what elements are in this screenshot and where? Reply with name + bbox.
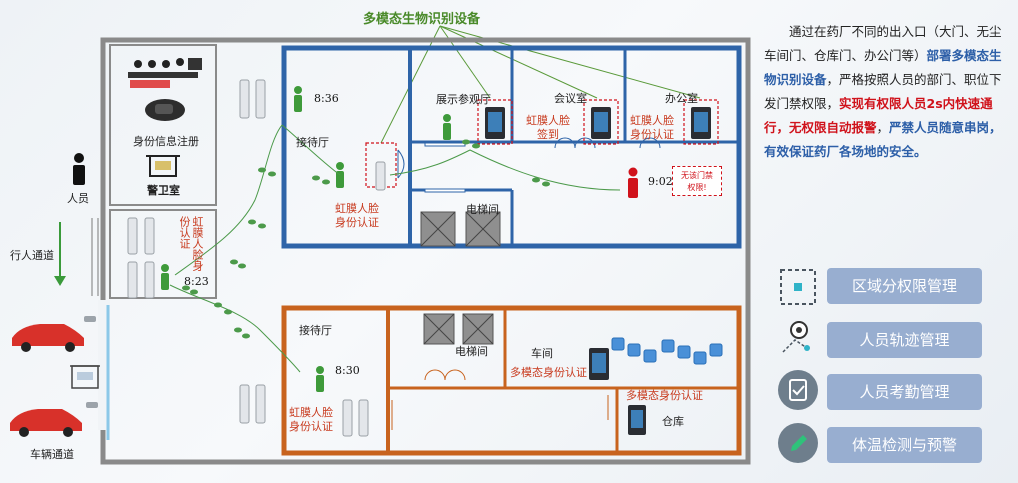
green-people (161, 86, 451, 392)
guard-booth-icon (146, 155, 180, 177)
gate-zone-wall (109, 209, 217, 299)
id-scanner-device (145, 99, 185, 121)
label-workshop: 车间 (531, 347, 553, 360)
factory-doors (391, 369, 609, 430)
desc-part-1: 通过在药厂不同的出入口（大门、无尘车间门、仓库门、办公门等） (764, 24, 1002, 63)
desc-part-2: 部署多模态生物识别设备 (764, 48, 1002, 87)
iris-auth-line-2: 身份认证 (335, 216, 379, 229)
label-iris-auth-top: 虹膜人脸 身份认证 (335, 202, 379, 230)
clipboard-icon (778, 370, 818, 410)
turnstile-gates (127, 79, 386, 437)
pen-icon (778, 423, 818, 463)
time-t1: 8:36 (314, 92, 339, 105)
biometric-devices (485, 107, 711, 435)
label-multimodal-warehouse: 多模态身份认证 (626, 389, 703, 402)
label-meeting: 会议室 (554, 92, 587, 105)
footprint-trail (182, 139, 550, 339)
floor-plan (10, 25, 751, 465)
device-frames (365, 99, 719, 188)
office-auth-line-2: 身份认证 (630, 128, 674, 141)
label-pedestrian-lane: 行人通道 (10, 249, 54, 262)
label-office: 办公室 (665, 92, 698, 105)
region-icon (780, 269, 816, 305)
alarm-line-2: 权限! (687, 183, 707, 192)
alarm-no-permission: 无该门禁 权限! (672, 166, 722, 196)
label-reception-bottom: 接待厅 (299, 324, 332, 337)
label-elevator-top: 电梯间 (466, 203, 499, 216)
office-auth-line-1: 虹膜人脸 (630, 114, 674, 127)
elevator-crosses (420, 211, 501, 345)
trail-paths (169, 124, 621, 373)
office-doors (397, 137, 661, 193)
elevator-boxes (420, 211, 501, 345)
iris-auth-line-1: 虹膜人脸 (335, 202, 379, 215)
factory-building (281, 305, 742, 456)
desc-part-3: ，严格按照人员的部门、职位下发门禁权限， (764, 72, 1002, 111)
bottom-auth-line-1: 虹膜人脸 (289, 406, 333, 419)
bottom-auth-line-2: 身份认证 (289, 420, 333, 433)
sign-in-line-2: 签到 (537, 128, 559, 141)
track-icon (782, 321, 810, 353)
label-iris-auth-bottom: 虹膜人脸 身份认证 (289, 406, 333, 434)
diagram-title: 多模态生物识别设备 (363, 12, 481, 27)
vehicle-barrier-booth (70, 365, 100, 389)
car-bottom (10, 409, 82, 437)
label-person: 人员 (67, 192, 89, 205)
desc-part-6: 严禁人员随意串岗，有效保证药厂各场地的安全。 (764, 120, 1002, 159)
desc-part-5: ， (876, 120, 890, 135)
label-reception-top: 接待厅 (296, 136, 329, 149)
time-t4: 9:02 (648, 175, 673, 188)
compound-wall (100, 37, 751, 465)
guard-desk-illustration (128, 58, 202, 88)
unauthorized-person (628, 167, 638, 198)
feature-attendance-management[interactable]: 人员考勤管理 (827, 374, 982, 410)
label-sign-in: 虹膜人脸 签到 (526, 114, 570, 142)
label-guard-room: 警卫室 (147, 184, 180, 197)
feature-track-management[interactable]: 人员轨迹管理 (827, 322, 982, 358)
label-gate-vertical: 虹膜人脸身份认证 (178, 216, 204, 271)
cameras (84, 316, 98, 408)
label-office-auth: 虹膜人脸 身份认证 (630, 114, 674, 142)
label-id-register: 身份信息注册 (133, 135, 199, 148)
label-warehouse: 仓库 (662, 415, 684, 428)
guard-room-wall (109, 44, 217, 206)
pedestrian-arrow (54, 222, 66, 286)
feature-temperature-alert[interactable]: 体温检测与预警 (827, 427, 982, 463)
alarm-line-1: 无该门禁 (681, 171, 713, 180)
sign-in-line-1: 虹膜人脸 (526, 114, 570, 127)
lane-gate-arms (91, 218, 110, 440)
time-t2: 8:23 (184, 275, 209, 288)
label-multimodal-workshop: 多模态身份认证 (510, 366, 587, 379)
label-exhibition: 展示参观厅 (436, 93, 491, 106)
conveyor-line (611, 337, 723, 365)
label-elevator-bottom: 电梯间 (455, 345, 488, 358)
description-text: 通过在药厂不同的出入口（大门、无尘车间门、仓库门、办公门等）部署多模态生物识别设… (764, 20, 1004, 164)
time-t3: 8:30 (335, 364, 360, 377)
desc-part-4: 实现有权限人员2s内快速通行，无权限自动报警 (764, 96, 993, 135)
visitor-person (73, 153, 85, 185)
label-vehicle-lane: 车辆通道 (30, 448, 74, 461)
feature-region-permission[interactable]: 区域分权限管理 (827, 268, 982, 304)
car-top (12, 324, 84, 352)
